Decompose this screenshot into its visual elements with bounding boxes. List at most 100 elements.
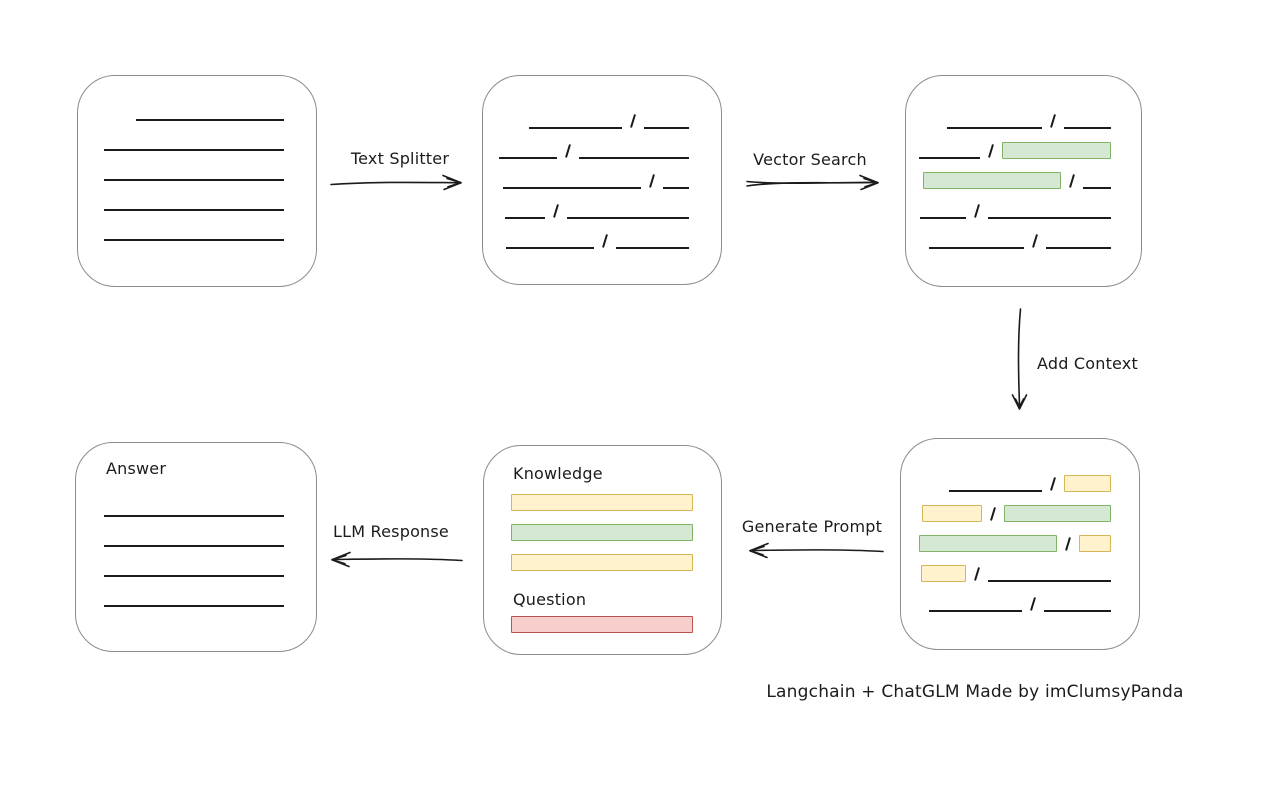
slash-separator	[629, 113, 636, 129]
yellow-highlight-bar	[511, 494, 693, 511]
green-highlight-bar	[511, 524, 693, 541]
content-row	[901, 522, 1111, 552]
content-row	[76, 577, 284, 607]
prompt-box: Knowledge Question	[483, 445, 722, 655]
green-highlight-bar	[918, 535, 1057, 552]
content-row	[906, 129, 1111, 159]
slash-separator	[1049, 476, 1056, 492]
content-row	[78, 91, 284, 121]
content-row	[901, 582, 1111, 612]
text-line	[928, 247, 1024, 249]
text-line	[104, 605, 284, 607]
content-row	[78, 211, 284, 241]
llm-response-arrow-icon	[331, 551, 463, 568]
llm-response-label: LLM Response	[333, 522, 449, 541]
slash-separator	[601, 233, 608, 249]
text-line	[928, 610, 1022, 612]
text-line	[136, 119, 284, 121]
text-line	[505, 247, 594, 249]
text-chunks-box	[482, 75, 722, 285]
green-highlight-bar	[1004, 505, 1111, 522]
content-row	[511, 616, 721, 646]
text-line	[663, 187, 689, 189]
diagram-caption: Langchain + ChatGLM Made by imClumsyPand…	[766, 682, 1184, 702]
slash-separator	[1068, 173, 1075, 189]
content-row	[511, 494, 721, 524]
content-row	[511, 524, 721, 554]
text-line	[1044, 610, 1111, 612]
green-highlight-bar	[1002, 142, 1111, 159]
vector-search-label: Vector Search	[753, 150, 867, 169]
vector-search-result-box	[905, 75, 1142, 287]
yellow-highlight-bar	[1079, 535, 1111, 552]
content-row	[901, 462, 1111, 492]
text-line	[104, 149, 284, 151]
answer-box: Answer	[75, 442, 317, 652]
context-lines	[901, 439, 1139, 612]
yellow-highlight-bar	[511, 554, 693, 571]
text-line	[644, 127, 689, 129]
text-line	[988, 580, 1111, 582]
slash-separator	[1029, 596, 1036, 612]
content-row	[78, 181, 284, 211]
slash-separator	[973, 203, 980, 219]
context-box	[900, 438, 1140, 650]
content-row	[76, 517, 284, 547]
content-row	[483, 99, 689, 129]
content-row	[906, 159, 1111, 189]
content-row	[901, 552, 1111, 582]
slash-separator	[973, 566, 980, 582]
slash-separator	[989, 506, 996, 522]
text-line	[104, 239, 284, 241]
slash-separator	[1031, 233, 1038, 249]
green-highlight-bar	[922, 172, 1061, 189]
document-lines	[78, 76, 316, 241]
text-line	[946, 127, 1042, 129]
generate-prompt-arrow-icon	[749, 542, 884, 559]
content-row	[906, 189, 1111, 219]
text-line	[1064, 127, 1111, 129]
text-line	[498, 157, 557, 159]
yellow-highlight-bar	[920, 565, 966, 582]
text-line	[528, 127, 622, 129]
knowledge-label: Knowledge	[513, 464, 603, 483]
slash-separator	[552, 203, 559, 219]
add-context-arrow-icon	[1011, 308, 1028, 410]
content-row	[483, 129, 689, 159]
content-row	[906, 99, 1111, 129]
answer-label: Answer	[106, 459, 167, 478]
yellow-highlight-bar	[1064, 475, 1111, 492]
text-splitter-arrow-icon	[330, 174, 462, 191]
text-line	[104, 209, 284, 211]
text-line	[502, 187, 641, 189]
search-result-lines	[906, 76, 1141, 249]
text-line	[104, 575, 284, 577]
answer-lines	[76, 481, 316, 607]
content-row	[76, 547, 284, 577]
content-row	[901, 492, 1111, 522]
text-line	[567, 217, 689, 219]
text-line	[1046, 247, 1111, 249]
content-row	[76, 487, 284, 517]
content-row	[511, 554, 721, 584]
text-splitter-label: Text Splitter	[350, 149, 450, 168]
slash-separator	[1049, 113, 1056, 129]
add-context-label: Add Context	[1037, 354, 1138, 373]
content-row	[78, 151, 284, 181]
yellow-highlight-bar	[921, 505, 982, 522]
text-line	[104, 545, 284, 547]
document-box	[77, 75, 317, 287]
content-row	[483, 189, 689, 219]
text-line	[104, 179, 284, 181]
text-line	[579, 157, 689, 159]
text-line	[104, 515, 284, 517]
text-line	[948, 490, 1042, 492]
slash-separator	[1064, 536, 1071, 552]
red-highlight-bar	[511, 616, 693, 633]
generate-prompt-label: Generate Prompt	[741, 517, 883, 536]
chunk-lines	[483, 76, 721, 249]
slash-separator	[648, 173, 655, 189]
content-row	[483, 219, 689, 249]
text-line	[504, 217, 545, 219]
slash-separator	[987, 143, 994, 159]
